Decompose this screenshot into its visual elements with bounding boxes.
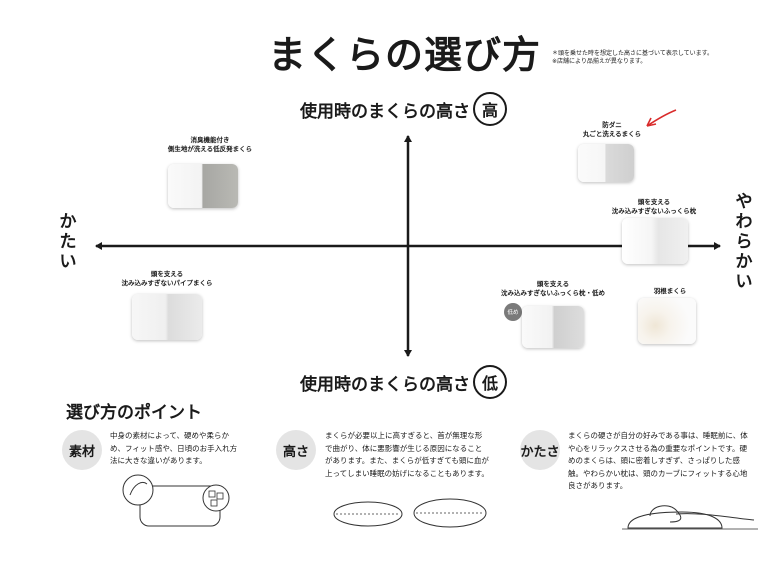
firmness-illustration-icon [622,505,758,530]
pillow-label-fluffy: 頭を支える 沈み込みすぎないふっくら枕 [611,198,697,215]
point-text-firmness: まくらの硬さが自分の好みである事は、睡眠前に、体 や心をリラックスさせる為の重要… [568,431,748,490]
axis-right-label: やわらかい [735,192,753,292]
material-illustration-icon [122,474,230,527]
red-arrow-icon [646,109,677,127]
display-note: ＊頭を乗せた時を想定した高さに基づいて表示しています。 ※店舗により品揃えが異な… [552,50,713,66]
pillow-image-pipe [132,294,202,340]
pillow-image-washable [578,144,634,182]
section-title: 選び方のポイント [66,403,202,423]
pillow-image-feather [638,298,696,344]
pillow-label-fluffy-low: 頭を支える 沈み込みすぎないふっくら枕・低め [501,280,605,297]
height-illustration-icon [333,498,487,528]
badge-material: 素材 [62,430,102,470]
pillow-image-fluffy [622,218,688,264]
badge-firmness: かたさ [520,430,560,470]
axis-left-label: かたい [59,212,77,272]
pillow-label-pipe: 頭を支える 沈み込みすぎないパイプまくら [121,270,213,287]
pillow-label-feather: 羽根まくら [653,287,687,295]
point-text-height: まくらが必要以上に高すぎると、首が無理な形 で曲がり、体に悪影響が生じる原因にな… [325,431,489,478]
axis-bottom-label: 使用時のまくらの高さ 低 [300,365,507,399]
pillow-image-memory-foam [168,164,238,208]
pillow-label-washable: 防ダニ 丸ごと洗えるまくら [582,121,642,138]
note-line: ＊頭を乗せた時を想定した高さに基づいて表示しています。 [552,50,714,57]
low-badge: 低め [504,303,522,321]
axis-top-label: 使用時のまくらの高さ 高 [300,92,507,126]
note-line: ※店舗により品揃えが異なります。 [552,58,647,65]
page-title: まくらの選び方 [268,33,542,77]
high-mark: 高 [473,92,507,126]
low-mark: 低 [473,365,507,399]
pillow-label-memory-foam: 消臭機能付き 側生地が洗える低反発まくら [167,136,253,153]
point-text-material: 中身の素材によって、硬めや柔らか め、フィット感や、日頃のお手入れ方 法に大きな… [110,431,238,465]
pillow-image-fluffy-low [522,306,584,348]
badge-height: 高さ [276,430,316,470]
